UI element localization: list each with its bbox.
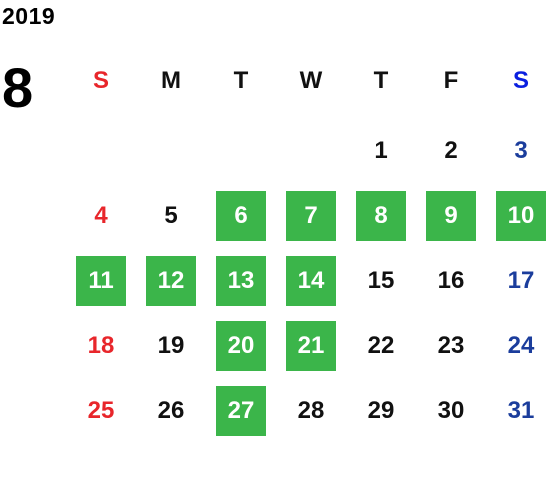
calendar-day[interactable]: 14 [286, 256, 336, 306]
weekday-header: W [299, 67, 323, 94]
calendar-day[interactable]: 1 [374, 137, 388, 164]
calendar-day[interactable]: 22 [367, 332, 395, 359]
calendar-day[interactable]: 15 [367, 267, 395, 294]
calendar-day[interactable]: 20 [216, 321, 266, 371]
calendar-day[interactable]: 21 [286, 321, 336, 371]
weekday-header: S [92, 67, 109, 94]
weekday-header: S [512, 67, 529, 94]
weekday-header: T [373, 67, 389, 94]
calendar-day[interactable]: 26 [157, 397, 185, 424]
weekday-header: T [233, 67, 249, 94]
calendar-day[interactable]: 28 [297, 397, 325, 424]
weekday-header: M [161, 67, 181, 94]
calendar-day[interactable]: 7 [286, 191, 336, 241]
calendar-day[interactable]: 19 [157, 332, 185, 359]
calendar-day[interactable]: 31 [507, 397, 535, 424]
year-label: 2019 [2, 3, 56, 29]
calendar-day[interactable]: 12 [146, 256, 196, 306]
calendar-day[interactable]: 11 [76, 256, 126, 306]
calendar-day[interactable]: 29 [367, 397, 395, 424]
calendar-day[interactable]: 16 [437, 267, 465, 294]
calendar-day[interactable]: 5 [164, 202, 178, 229]
calendar-day[interactable]: 8 [356, 191, 406, 241]
calendar-day[interactable]: 6 [216, 191, 266, 241]
weekday-header: F [443, 67, 459, 94]
calendar-day[interactable]: 18 [87, 332, 115, 359]
month-label: 8 [2, 56, 34, 119]
calendar-day[interactable]: 2 [444, 137, 458, 164]
calendar-day[interactable]: 13 [216, 256, 266, 306]
calendar-day[interactable]: 24 [507, 332, 535, 359]
calendar-day[interactable]: 4 [94, 202, 108, 229]
calendar-day[interactable]: 17 [507, 267, 535, 294]
calendar-day[interactable]: 30 [437, 397, 465, 424]
calendar-day[interactable]: 9 [426, 191, 476, 241]
calendar-day[interactable]: 10 [496, 191, 546, 241]
calendar-day[interactable]: 27 [216, 386, 266, 436]
calendar-day[interactable]: 25 [87, 397, 115, 424]
calendar-day[interactable]: 3 [514, 137, 528, 164]
calendar-day[interactable]: 23 [437, 332, 465, 359]
